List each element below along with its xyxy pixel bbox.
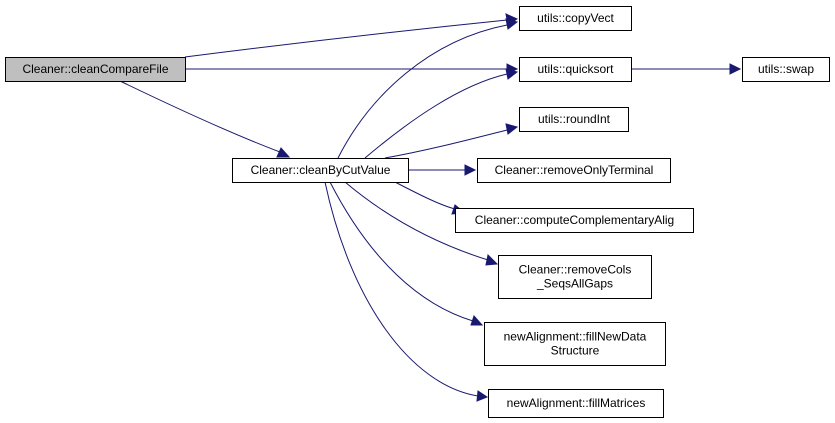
node-removeOnlyTerminal[interactable]: Cleaner::removeOnlyTerminal [477,158,671,183]
node-box[interactable] [488,389,664,418]
node-label: utils::roundInt [538,112,611,126]
node-cleanByCutValue[interactable]: Cleaner::cleanByCutValue [232,158,409,183]
node-box[interactable] [742,57,830,82]
edge-cleanByCutValue-to-copyVect [337,18,519,159]
node-box[interactable] [455,208,694,233]
edge-arrowhead [729,63,742,75]
edge-line [324,181,479,397]
node-box[interactable] [519,6,632,31]
node-label: Cleaner::cleanByCutValue [251,163,391,177]
edge-cleanByCutValue-to-removeCols [344,181,499,266]
node-box[interactable] [477,158,671,183]
edge-line [344,181,489,261]
edge-cleanCompareFile-to-cleanByCutValue [119,80,291,158]
edge-arrowhead [476,390,489,402]
edge-line [364,73,508,159]
edge-arrowhead [505,68,519,80]
node-fillMatrices[interactable]: newAlignment::fillMatrices [488,389,664,418]
edges-layer [119,13,742,402]
node-quicksort[interactable]: utils::quicksort [519,57,632,82]
edge-cleanByCutValue-to-removeOnlyTerminal [408,164,477,176]
node-roundInt[interactable]: utils::roundInt [519,107,629,132]
node-removeCols[interactable]: Cleaner::removeCols_SeqsAllGaps [498,255,652,299]
node-box[interactable] [5,57,186,82]
node-cleanCompareFile[interactable]: Cleaner::cleanCompareFile [5,57,186,82]
edge-cleanByCutValue-to-computeComplementaryAlig [394,181,467,215]
edge-arrowhead [470,315,484,326]
node-copyVect[interactable]: utils::copyVect [519,6,632,31]
edge-cleanCompareFile-to-copyVect [184,13,519,58]
edge-arrowhead [464,164,477,176]
edge-cleanByCutValue-to-fillMatrices [324,181,489,402]
node-label: Cleaner::cleanCompareFile [22,62,168,76]
edge-arrowhead [505,18,519,30]
node-computeComplementaryAlig[interactable]: Cleaner::computeComplementaryAlig [455,208,694,233]
edge-arrowhead [485,253,499,266]
edge-line [184,19,508,58]
edge-cleanByCutValue-to-roundInt [384,123,519,159]
node-label: _SeqsAllGaps [536,277,613,291]
edge-cleanCompareFile-to-quicksort [185,63,519,75]
edge-line [337,24,508,159]
edge-line [394,181,456,210]
edge-line [119,80,281,153]
node-label: newAlignment::fillNewData [504,330,647,344]
edge-line [329,181,474,322]
edge-cleanByCutValue-to-fillNewDataStructure [329,181,484,326]
edge-arrowhead [505,123,519,135]
node-label: Cleaner::removeOnlyTerminal [495,163,654,177]
edge-arrowhead [276,147,291,158]
node-label: Structure [551,344,600,358]
node-box[interactable] [519,57,632,82]
node-label: Cleaner::computeComplementaryAlig [475,213,674,227]
edge-quicksort-to-swap [631,63,742,75]
node-label: newAlignment::fillMatrices [507,396,646,410]
node-box[interactable] [232,158,409,183]
node-box[interactable] [519,107,629,132]
node-box[interactable] [484,322,666,366]
node-swap[interactable]: utils::swap [742,57,830,82]
node-label: Cleaner::removeCols [519,263,632,277]
edge-line [384,129,508,159]
node-label: utils::swap [758,62,814,76]
edge-cleanByCutValue-to-quicksort [364,68,519,159]
node-label: utils::copyVect [537,11,614,25]
node-label: utils::quicksort [537,62,614,76]
node-box[interactable] [498,255,652,299]
nodes-layer: Cleaner::cleanCompareFileCleaner::cleanB… [5,6,830,418]
